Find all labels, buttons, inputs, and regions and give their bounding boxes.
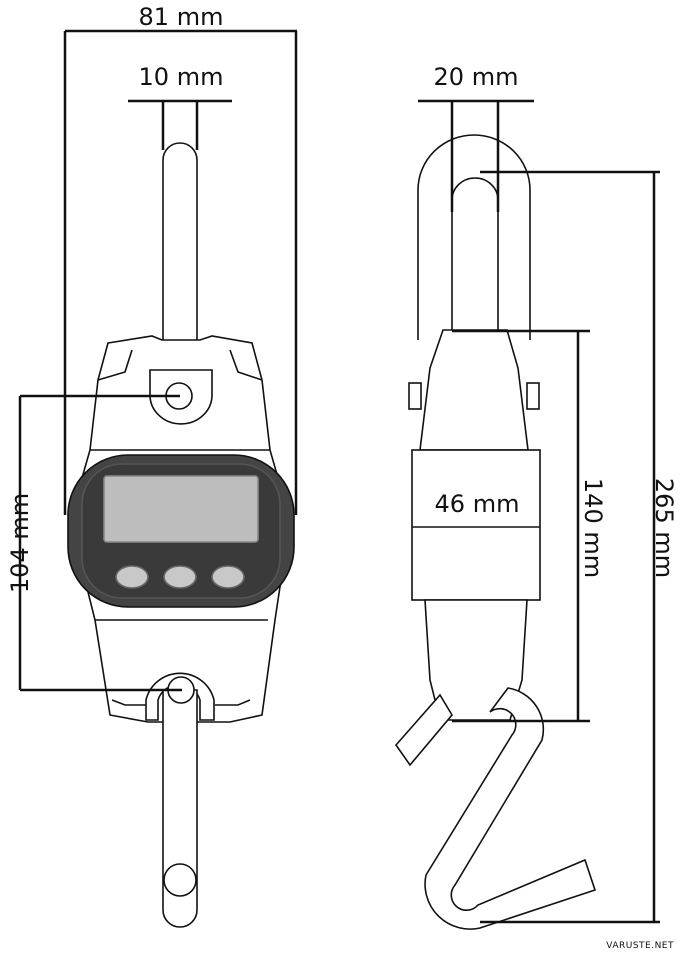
watermark: VARUSTE.NET xyxy=(606,941,674,951)
side-top-shackle xyxy=(417,134,531,340)
label-width-total: 81 mm xyxy=(139,3,224,31)
dimension-lines xyxy=(18,29,660,924)
label-body-height: 140 mm xyxy=(579,478,607,578)
side-display-band xyxy=(411,449,541,601)
label-total-height: 265 mm xyxy=(650,478,678,578)
front-bottom-hook-end xyxy=(163,863,197,897)
label-body-depth: 46 mm xyxy=(435,490,520,518)
side-swivel-knob-right xyxy=(526,382,540,410)
label-hole-spacing: 104 mm xyxy=(6,493,34,593)
side-view xyxy=(394,134,597,930)
label-side-hook-width: 20 mm xyxy=(434,63,519,91)
scale-button-2[interactable] xyxy=(163,565,197,589)
scale-button-3[interactable] xyxy=(211,565,245,589)
front-top-hook xyxy=(162,142,198,371)
front-view xyxy=(67,142,295,928)
side-hook-latch xyxy=(394,693,453,767)
scale-button-1[interactable] xyxy=(115,565,149,589)
button-row xyxy=(115,565,245,589)
label-hook-width: 10 mm xyxy=(139,63,224,91)
front-body-bevel-bottom xyxy=(95,619,268,706)
side-upper-body xyxy=(419,329,529,451)
front-body-bevel-top xyxy=(90,349,270,451)
lcd-screen xyxy=(103,475,259,543)
side-swivel-knob-left xyxy=(408,382,422,410)
side-top-shackle-inner xyxy=(451,177,499,340)
side-bottom-hook xyxy=(424,687,597,930)
